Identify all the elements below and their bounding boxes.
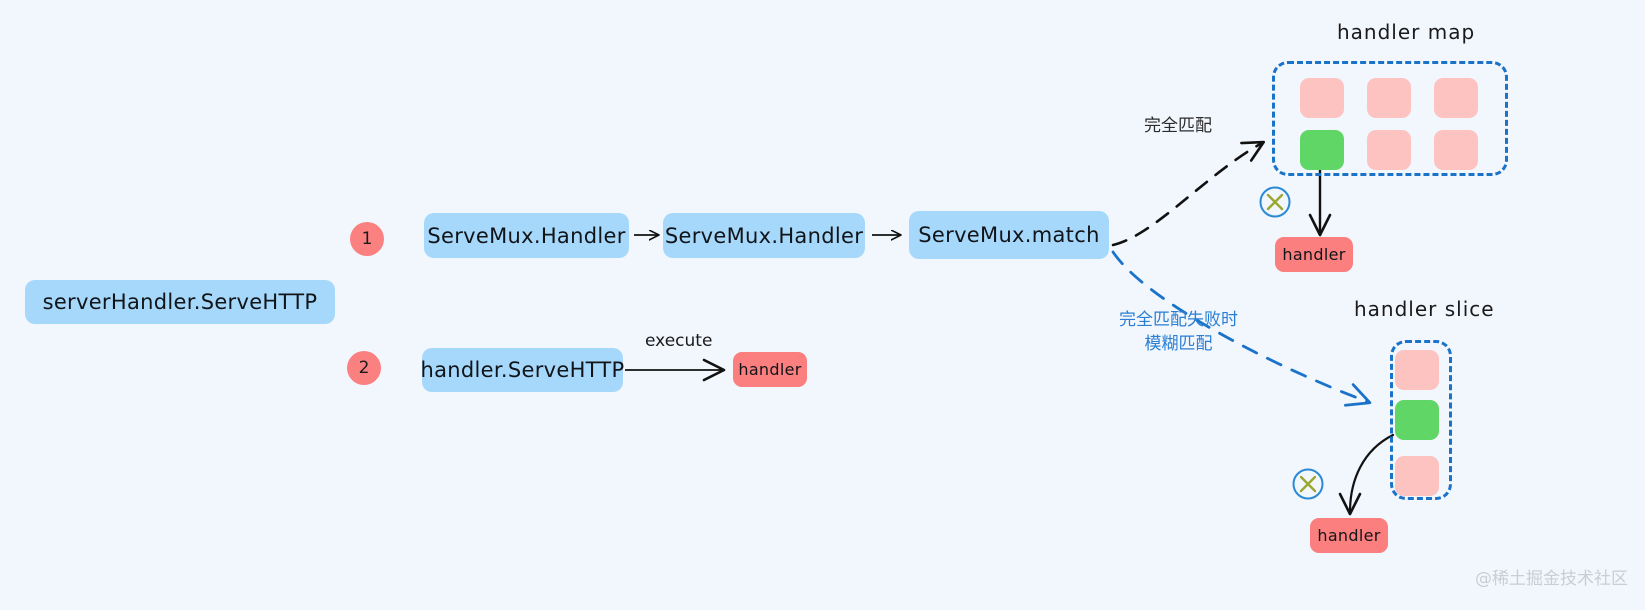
step-badge-2: 2: [347, 351, 381, 385]
edge-label-text: execute: [645, 331, 713, 351]
branch-label-fuzzy-match: 完全匹配失败时 模糊匹配: [1111, 308, 1246, 356]
node-handler-servehttp[interactable]: handler.ServeHTTP: [420, 348, 625, 392]
node-label: handler: [1282, 245, 1346, 264]
node-label: ServeMux.Handler: [664, 223, 864, 248]
edge-label-execute: execute: [645, 331, 712, 351]
node-server-handler-servehttp[interactable]: serverHandler.ServeHTTP: [25, 280, 335, 324]
handler-map-title: handler map: [1337, 20, 1475, 44]
handler-slice-cell-2[interactable]: [1395, 456, 1439, 496]
step-badge-label: 2: [358, 358, 370, 378]
handler-slice-title: handler slice: [1354, 297, 1495, 321]
step-badge-1: 1: [350, 222, 384, 256]
node-handler-result-map[interactable]: handler: [1275, 237, 1353, 272]
node-servemux-handler-2[interactable]: ServeMux.Handler: [663, 213, 865, 258]
branch-label-line1: 完全匹配失败时: [1119, 310, 1238, 330]
node-label: ServeMux.match: [918, 223, 1100, 247]
handler-map-title-text: handler map: [1337, 20, 1476, 44]
node-label: handler.ServeHTTP: [420, 358, 625, 382]
node-label: ServeMux.Handler: [427, 223, 626, 248]
handler-map-cell-0[interactable]: [1300, 78, 1344, 118]
arrow-slice-to-handler-result: [1338, 433, 1395, 516]
node-label: handler: [738, 360, 802, 379]
handler-map-cell-5[interactable]: [1434, 130, 1478, 170]
node-label: serverHandler.ServeHTTP: [42, 290, 318, 314]
branch-label-exact-match: 完全匹配: [1144, 111, 1212, 136]
branch-label-line2: 模糊匹配: [1144, 334, 1213, 354]
handler-slice-cell-0[interactable]: [1395, 350, 1439, 390]
node-label: handler: [1317, 526, 1381, 545]
handler-map-cell-1[interactable]: [1367, 78, 1411, 118]
step-badge-label: 1: [361, 229, 373, 249]
handler-slice-title-text: handler slice: [1354, 297, 1495, 321]
watermark: @稀土掘金技术社区: [1475, 564, 1628, 589]
handler-slice-cell-1[interactable]: [1395, 400, 1439, 440]
node-servemux-match[interactable]: ServeMux.match: [909, 211, 1109, 259]
node-servemux-handler-1[interactable]: ServeMux.Handler: [424, 213, 629, 258]
handler-map-cell-2[interactable]: [1434, 78, 1478, 118]
handler-slice-container: [1390, 340, 1452, 500]
handler-map-cell-4[interactable]: [1367, 130, 1411, 170]
handler-map-container: [1272, 61, 1508, 176]
node-handler-result-execute[interactable]: handler: [733, 352, 807, 387]
watermark-text: @稀土掘金技术社区: [1475, 569, 1628, 589]
handler-map-cell-3[interactable]: [1300, 130, 1344, 170]
branch-label-text: 完全匹配: [1144, 116, 1212, 136]
node-handler-result-slice[interactable]: handler: [1310, 518, 1388, 553]
circled-x-icon-map: [1259, 186, 1291, 218]
circled-x-icon-slice: [1292, 468, 1324, 500]
arrow-exact-match-to-handler-map: [1111, 140, 1266, 247]
